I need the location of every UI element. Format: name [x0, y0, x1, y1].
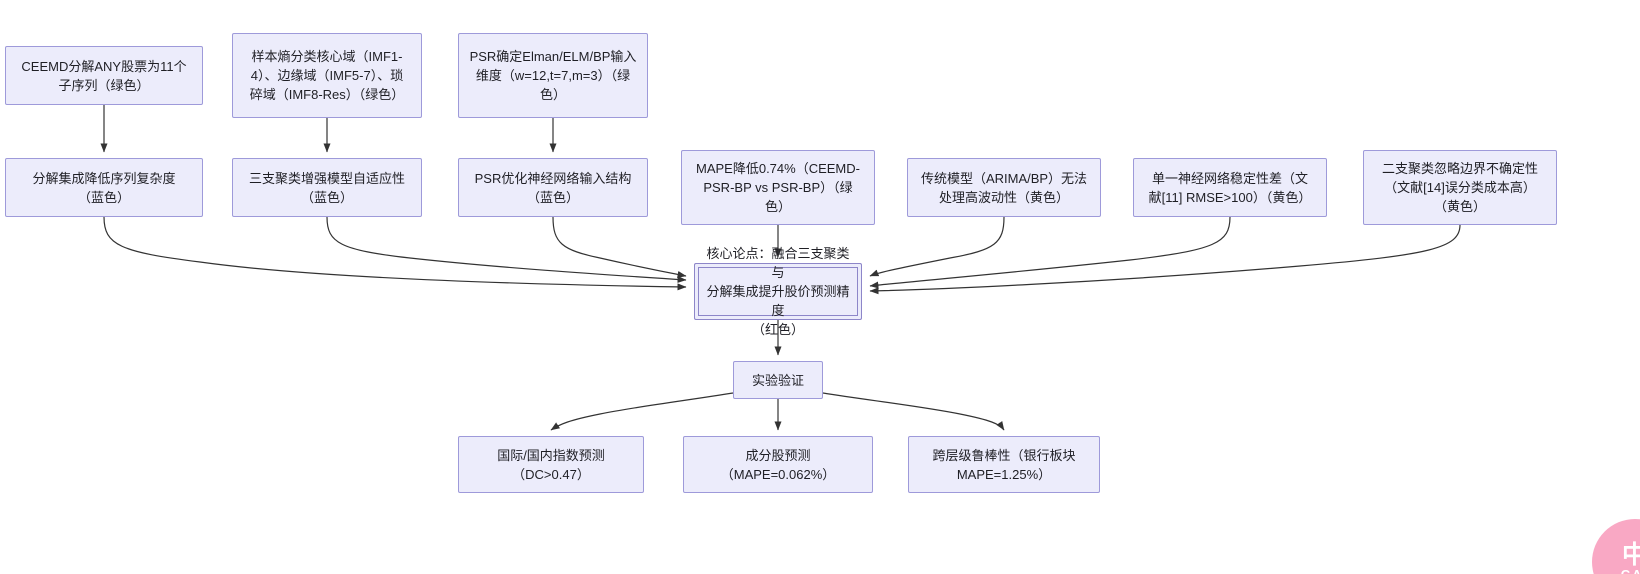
node-r1[interactable]: 国际/国内指数预测 （DC>0.47）: [458, 436, 644, 493]
watermark-badge: 中 CAI: [1592, 519, 1640, 574]
node-label: CEEMD分解ANY股票为11个 子序列（绿色）: [21, 58, 187, 93]
node-n9[interactable]: 单一神经网络稳定性差（文 献[11] RMSE>100）（黄色）: [1133, 158, 1327, 217]
node-label: 成分股预测 （MAPE=0.062%）: [720, 447, 836, 482]
watermark-sub-text: CAI: [1620, 566, 1640, 574]
node-label: 单一神经网络稳定性差（文 献[11] RMSE>100）（黄色）: [1148, 170, 1312, 205]
node-core[interactable]: 核心论点：融合三支聚类与 分解集成提升股价预测精度 （红色）: [694, 246, 862, 337]
edge-exp-to-r3: [822, 392, 1005, 431]
edge-n5-to-core: [326, 216, 687, 283]
edge-n6-to-core: [552, 216, 687, 278]
edge-n9-to-core: [869, 216, 1231, 289]
node-label: 三支聚类增强模型自适应性 （蓝色）: [248, 170, 405, 205]
node-r3[interactable]: 跨层级鲁棒性（银行板块 MAPE=1.25%）: [908, 436, 1100, 493]
node-label: 传统模型（ARIMA/BP）无法 处理高波动性（黄色）: [920, 170, 1088, 205]
node-n4[interactable]: 分解集成降低序列复杂度 （蓝色）: [5, 158, 203, 217]
edge-n4-to-core: [103, 216, 687, 291]
node-n6[interactable]: PSR优化神经网络输入结构 （蓝色）: [458, 158, 648, 217]
node-label: PSR优化神经网络输入结构 （蓝色）: [474, 170, 632, 205]
node-label: 二支聚类忽略边界不确定性 （文献[14]误分类成本高） （黄色）: [1381, 161, 1538, 214]
node-n1[interactable]: CEEMD分解ANY股票为11个 子序列（绿色）: [5, 46, 203, 105]
edge-n8-to-core: [869, 216, 1005, 277]
node-n2[interactable]: 样本熵分类核心域（IMF1- 4）、边缘域（IMF5-7）、琐 碎域（IMF8-…: [232, 33, 422, 118]
node-n5[interactable]: 三支聚类增强模型自适应性 （蓝色）: [232, 158, 422, 217]
node-r2[interactable]: 成分股预测 （MAPE=0.062%）: [683, 436, 873, 493]
edge-n10-to-core: [869, 224, 1461, 295]
node-n3[interactable]: PSR确定Elman/ELM/BP输入 维度（w=12,t=7,m=3）（绿 色…: [458, 33, 648, 118]
node-label: 样本熵分类核心域（IMF1- 4）、边缘域（IMF5-7）、琐 碎域（IMF8-…: [249, 49, 405, 102]
node-exp[interactable]: 实验验证: [733, 361, 823, 399]
node-label: MAPE降低0.74%（CEEMD- PSR-BP vs PSR-BP）（绿 色…: [696, 161, 860, 214]
watermark-main-text: 中: [1621, 540, 1640, 569]
node-label: PSR确定Elman/ELM/BP输入 维度（w=12,t=7,m=3）（绿 色…: [469, 49, 637, 102]
edge-exp-to-r1: [550, 392, 734, 431]
node-n7[interactable]: MAPE降低0.74%（CEEMD- PSR-BP vs PSR-BP）（绿 色…: [681, 150, 875, 225]
node-label: 国际/国内指数预测 （DC>0.47）: [497, 447, 605, 482]
node-n8[interactable]: 传统模型（ARIMA/BP）无法 处理高波动性（黄色）: [907, 158, 1101, 217]
node-n10[interactable]: 二支聚类忽略边界不确定性 （文献[14]误分类成本高） （黄色）: [1363, 150, 1557, 225]
node-label: 实验验证: [751, 372, 804, 388]
node-label: 分解集成降低序列复杂度 （蓝色）: [32, 170, 176, 205]
node-label: 跨层级鲁棒性（银行板块 MAPE=1.25%）: [932, 447, 1076, 482]
node-label: 核心论点：融合三支聚类与 分解集成提升股价预测精度 （红色）: [706, 246, 850, 337]
